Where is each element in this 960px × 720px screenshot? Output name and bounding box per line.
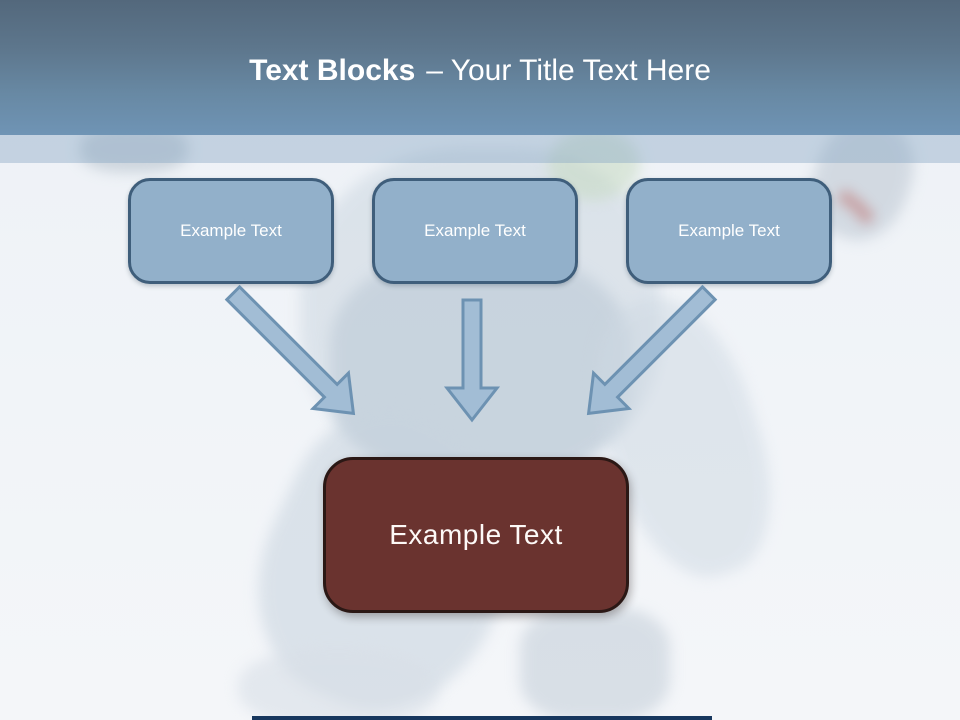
header-band: Text Blocks – Your Title Text Here — [0, 0, 960, 135]
bg-shape-shoe — [520, 608, 670, 720]
slide-title: Text Blocks – Your Title Text Here — [249, 50, 711, 86]
bg-shape-left-foot — [238, 648, 438, 720]
text-block-1-label: Example Text — [180, 221, 282, 240]
header-accent-strip — [0, 135, 960, 163]
bg-shape-red-fingertips — [838, 192, 872, 222]
text-block-2: Example Text — [372, 178, 578, 284]
slide-title-regular: – Your Title Text Here — [426, 53, 711, 87]
slide-title-bold: Text Blocks — [249, 53, 416, 87]
text-block-3: Example Text — [626, 178, 832, 284]
bottom-accent-bar — [252, 716, 712, 720]
text-block-3-label: Example Text — [678, 221, 780, 240]
result-block-label: Example Text — [389, 519, 563, 550]
result-block: Example Text — [323, 457, 629, 613]
text-block-2-label: Example Text — [424, 221, 526, 240]
text-block-1: Example Text — [128, 178, 334, 284]
